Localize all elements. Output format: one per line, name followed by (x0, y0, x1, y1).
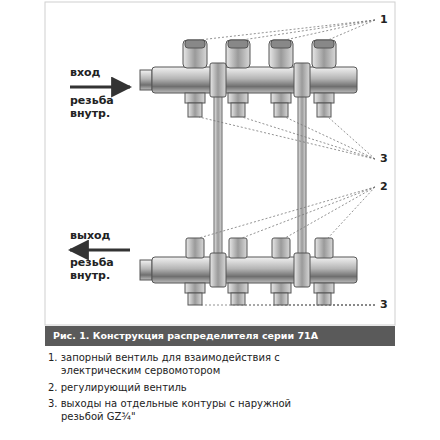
outlet-nut (314, 93, 334, 103)
leader-line (199, 187, 375, 238)
outlet-thread (231, 103, 245, 117)
legend-item: 1. запорный вентиль для взаимодействия с… (48, 351, 316, 377)
leader-line (199, 117, 375, 159)
outlet-nut (314, 283, 334, 293)
clamp (294, 253, 310, 287)
valve-cap (269, 40, 293, 68)
outlet-nut (271, 93, 291, 103)
figure-caption: Рис. 1. Конструкция распределителя серии… (45, 326, 395, 346)
regulating-valve (229, 238, 247, 258)
leader-line (199, 305, 375, 306)
bracket (298, 90, 306, 260)
outlet-nut (140, 260, 152, 280)
leader-line (242, 117, 375, 159)
regulating-valve (272, 238, 290, 258)
port-label: выход (70, 229, 110, 242)
valve-cap-top (228, 40, 248, 48)
clamp (210, 63, 226, 97)
legend-item: 2. регулирующий вентиль (48, 381, 401, 394)
thread-label: резьба внутр. (70, 94, 130, 120)
valve-cap-top (314, 40, 334, 48)
outlet-nut (185, 283, 205, 293)
outlet-thread (274, 103, 288, 117)
leader-line (328, 305, 375, 306)
valve-cap (312, 40, 336, 68)
leader-line (285, 117, 375, 159)
valve-cap (183, 40, 207, 68)
frame (45, 2, 395, 325)
leader-line (242, 305, 375, 306)
thread-label: резьба внутр. (70, 256, 130, 282)
outlet-nut (228, 283, 248, 293)
supply-bar (152, 67, 357, 93)
outlet-thread (317, 103, 331, 117)
callout-number: 1 (380, 13, 388, 26)
regulating-valve (315, 238, 333, 258)
outlet-nut (185, 93, 205, 103)
flow-arrow (70, 86, 130, 89)
port-label: вход (70, 66, 101, 79)
outlet-thread (231, 293, 245, 305)
valve-cap-top (271, 40, 291, 48)
leader-line (328, 187, 375, 238)
leader-line (285, 20, 375, 40)
bracket (214, 90, 222, 260)
leader-line (285, 305, 375, 306)
flow-arrow (70, 249, 130, 252)
leader-line (328, 20, 375, 40)
callout-number: 3 (380, 298, 388, 311)
outlet-thread (188, 103, 202, 117)
outlet-thread (274, 293, 288, 305)
legend-item: 3. выходы на отдельные контуры с наружно… (48, 397, 316, 423)
outlet-thread (317, 293, 331, 305)
valve-cap (226, 40, 250, 68)
callout-number: 3 (380, 152, 388, 165)
return-bar (152, 257, 357, 283)
leader-line (285, 187, 375, 238)
outlet-nut (228, 93, 248, 103)
clamp (294, 63, 310, 97)
leader-line (242, 20, 375, 40)
regulating-valve (186, 238, 204, 258)
leader-line (199, 20, 375, 40)
clamp (210, 253, 226, 287)
leader-line (242, 187, 375, 238)
callout-number: 2 (380, 180, 388, 193)
outlet-thread (188, 293, 202, 305)
outlet-nut (271, 283, 291, 293)
inlet-nut (140, 70, 152, 90)
valve-cap-top (185, 40, 205, 48)
leader-line (328, 117, 375, 159)
